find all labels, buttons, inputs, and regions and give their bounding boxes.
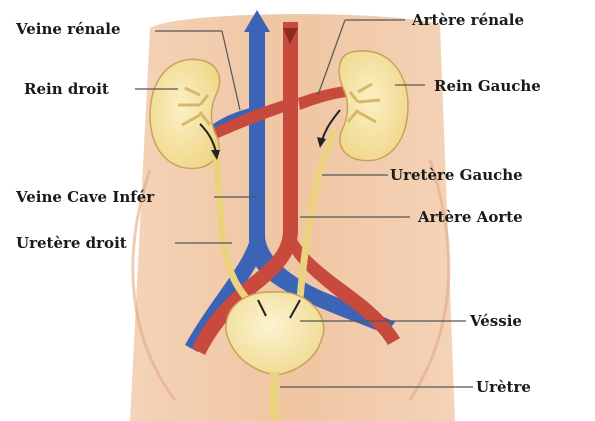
label-vessie: Véssie: [470, 312, 522, 330]
urethra: [270, 372, 279, 421]
label-uretre: Urètre: [476, 378, 531, 396]
right-kidney: [150, 59, 219, 168]
label-uretere-droit: Uretère droit: [16, 234, 127, 252]
label-uretere-gauche: Uretère Gauche: [390, 166, 523, 184]
label-rein-droit: Rein droit: [24, 80, 109, 98]
label-veine-renale: Veine rénale: [16, 20, 121, 38]
label-artere-renale: Artère rénale: [412, 11, 524, 29]
label-rein-gauche: Rein Gauche: [434, 77, 541, 95]
label-artere-aorte: Artère Aorte: [418, 208, 523, 226]
label-veine-cave: Veine Cave Infér: [16, 188, 154, 206]
